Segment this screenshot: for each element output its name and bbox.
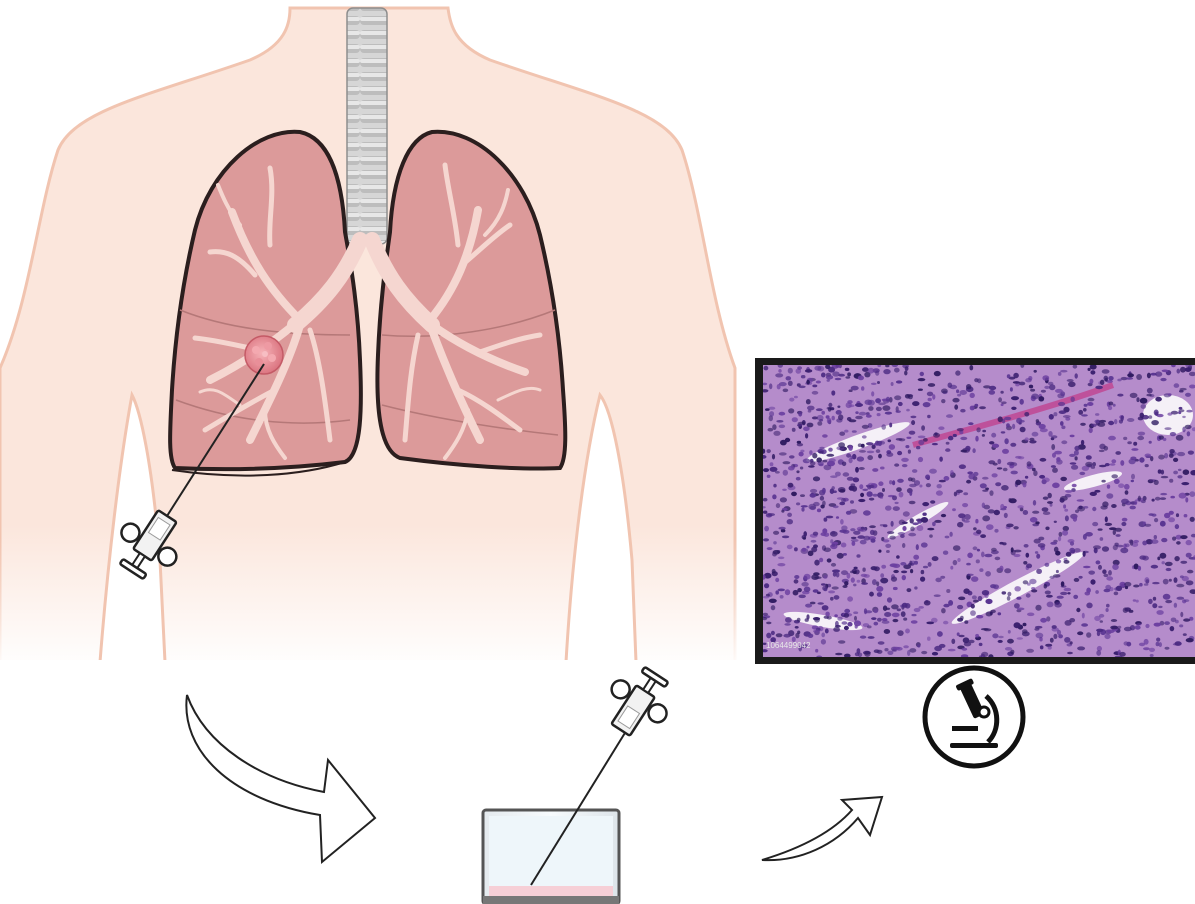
specimen-container	[483, 810, 619, 904]
curved-arrow-icon	[186, 695, 375, 862]
microscope-icon	[925, 668, 1023, 766]
curved-arrow-icon	[762, 797, 882, 860]
micrograph-watermark: 1064499042	[766, 641, 811, 650]
lung-nodule	[245, 336, 283, 374]
histology-micrograph	[755, 358, 1195, 664]
trachea	[347, 8, 387, 244]
